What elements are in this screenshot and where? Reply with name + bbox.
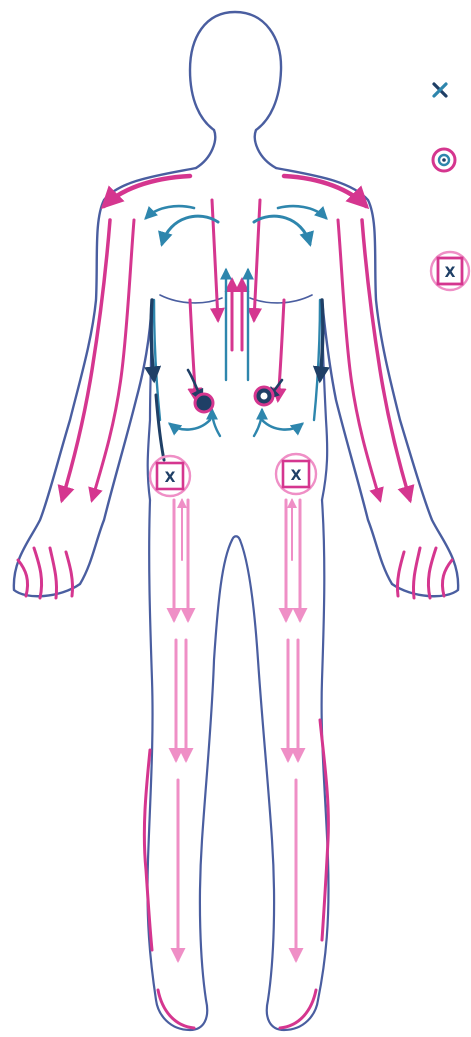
target-icon <box>433 149 455 171</box>
abdomen-arc-right <box>262 420 302 430</box>
groin-node-left-label: X <box>165 470 176 486</box>
shoulder-arc-right <box>284 176 366 206</box>
abdomen-up-left <box>212 410 220 436</box>
chest-arc-left <box>162 216 218 244</box>
groin-node-right: X <box>276 454 316 494</box>
torso-side-right-blue <box>314 300 320 420</box>
chest-line-right <box>250 295 312 303</box>
right-foot-edge <box>280 990 316 1028</box>
x-mark-icon <box>434 84 446 96</box>
left-arm-inner-flow <box>92 220 134 500</box>
boxed-x-icon: X <box>431 252 469 290</box>
armpit-right-arc <box>278 206 326 218</box>
lymph-nodes <box>195 387 273 412</box>
right-leg-outline <box>240 500 329 1030</box>
blue-drainage-paths <box>146 206 326 436</box>
abdomen-arc-left <box>170 420 210 430</box>
right-calf-edge <box>320 720 328 940</box>
left-hand-strokes <box>18 548 73 598</box>
dark-blue-drainage-paths <box>151 300 323 460</box>
shoulder-arc-left <box>104 176 190 206</box>
lower-flank-left-dark <box>156 395 164 460</box>
legend: X <box>431 84 469 290</box>
chest-arc-right <box>254 216 310 244</box>
abdominal-node-left <box>195 394 213 412</box>
head-outline <box>190 12 281 168</box>
left-foot-edge <box>158 990 194 1028</box>
right-arm-inner-flow <box>338 220 380 500</box>
armpit-left-arc <box>146 206 194 218</box>
left-leg-outline <box>147 500 232 1030</box>
groin-node-right-label: X <box>291 468 302 484</box>
groin-node-left: X <box>150 456 190 496</box>
body-outline <box>14 12 458 1030</box>
crotch-outline <box>232 536 240 540</box>
boxed-x-icon-label: X <box>445 265 456 281</box>
leg-drainage-paths <box>174 500 300 960</box>
pink-drainage-paths <box>18 176 452 1028</box>
groin-nodes: X X <box>150 454 316 496</box>
abdomen-up-right <box>254 410 262 436</box>
abdominal-node-right-inner <box>261 393 268 400</box>
